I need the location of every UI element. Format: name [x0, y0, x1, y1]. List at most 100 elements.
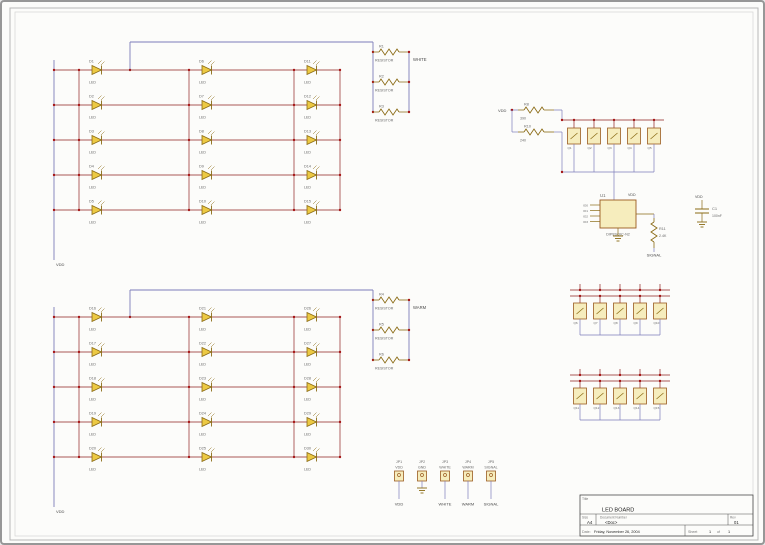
component-ref: Q4 — [628, 146, 632, 150]
led-arrow-icon — [315, 201, 320, 206]
component-ref: Q14 — [634, 406, 640, 410]
led-label: LED — [304, 116, 311, 120]
junction-dot — [292, 103, 296, 107]
connector-body — [394, 470, 404, 482]
resistor-ref: R8 — [524, 103, 529, 107]
led-icon — [201, 416, 213, 428]
junction-dot — [338, 455, 342, 459]
driver-mark — [590, 132, 598, 140]
led-ref: D24 — [199, 412, 206, 416]
junction-dot — [292, 208, 296, 212]
led-arrow-icon — [312, 342, 317, 347]
component-ref: Q3 — [608, 146, 612, 150]
rev-value: 01 — [734, 520, 739, 525]
led-arrow-icon — [97, 447, 102, 452]
driver-Q1[interactable]: Q1 — [567, 127, 581, 150]
led-arrow-icon — [312, 447, 317, 452]
driver-Q12[interactable]: Q12 — [593, 387, 607, 410]
led-arrow-icon — [315, 378, 320, 383]
driver-Q14[interactable]: Q14 — [633, 387, 647, 410]
led-ref: D8 — [199, 130, 204, 134]
component-U1[interactable]: U1DIP8SOIC-N2 — [599, 193, 637, 237]
led-icon — [91, 311, 103, 323]
junction-dot — [618, 288, 622, 292]
resistor-value: RESISTOR — [375, 89, 394, 93]
junction-dot — [658, 288, 662, 292]
led-arrow-icon — [207, 447, 212, 452]
driver-Q5[interactable]: Q5 — [647, 127, 661, 150]
driver-mark — [636, 392, 644, 400]
driver-mark — [636, 307, 644, 315]
driver-mark — [596, 307, 604, 315]
led-ref: D20 — [89, 447, 96, 451]
ground-icon — [417, 487, 427, 494]
led-label: LED — [199, 186, 206, 190]
driver-Q8[interactable]: Q8 — [613, 302, 627, 325]
junction-dot — [292, 315, 296, 319]
of-label: of — [717, 530, 720, 534]
junction-dot — [52, 315, 56, 319]
led-icon — [306, 169, 318, 181]
junction-dot — [52, 455, 56, 459]
ground-icon — [613, 235, 623, 242]
led-label: LED — [304, 468, 311, 472]
led-ref: D28 — [304, 377, 311, 381]
driver-Q13[interactable]: Q13 — [613, 387, 627, 410]
driver-Q4[interactable]: Q4 — [627, 127, 641, 150]
resistor-icon — [378, 78, 400, 86]
led-ref: D2 — [89, 95, 94, 99]
resistor-icon — [523, 128, 545, 136]
led-ref: D21 — [199, 307, 206, 311]
resistor-value: RESISTOR — [375, 119, 394, 123]
connector-name: WHITE — [439, 466, 451, 470]
led-arrow-icon — [315, 131, 320, 136]
junction-dot — [578, 373, 582, 377]
